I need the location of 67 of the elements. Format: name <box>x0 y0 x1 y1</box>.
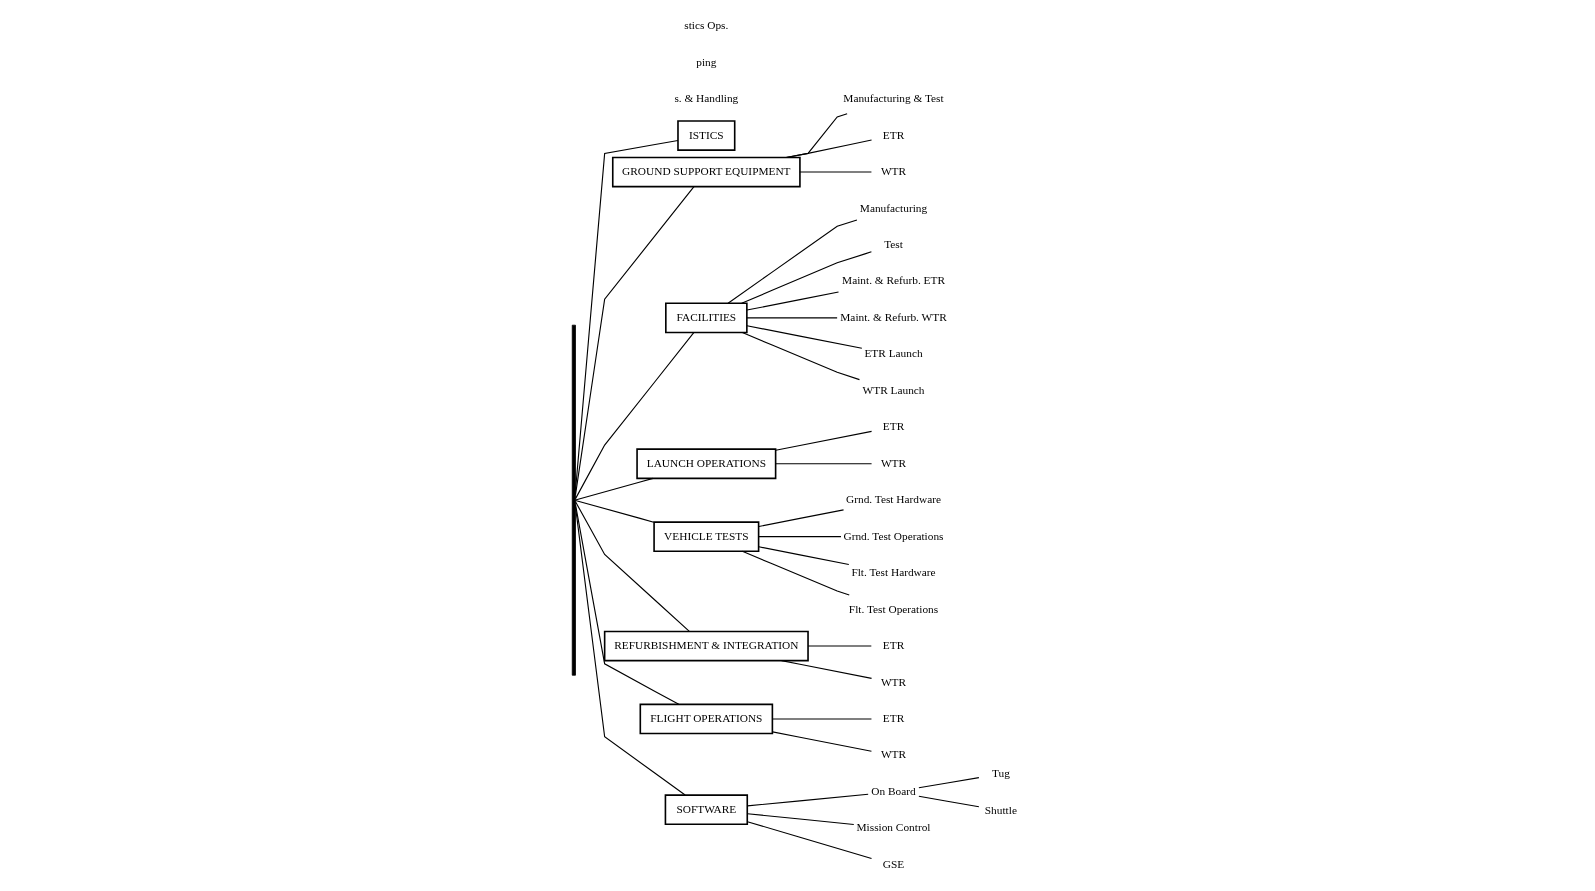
node-box: ISTICS <box>677 120 736 151</box>
node-box: SOFTWARE <box>664 794 749 826</box>
node-text: Flt. Test Hardware <box>851 566 936 579</box>
node-text: WTR <box>880 456 907 469</box>
connector <box>727 219 858 304</box>
node-text: ETR <box>882 420 905 433</box>
node-text: Grnd. Test Operations <box>843 529 944 542</box>
node-text: WTR Launch <box>862 383 925 396</box>
node-box: VEHICLE TESTS <box>653 521 760 553</box>
node-text: Flt. Test Operations <box>848 602 939 615</box>
connector <box>746 325 863 349</box>
node-label: s. & Handling <box>674 92 739 105</box>
connector <box>918 795 980 808</box>
node-bar <box>571 324 576 676</box>
node-box: LAUNCH OPERATIONS <box>636 448 777 480</box>
connector <box>781 660 873 679</box>
connector <box>746 793 869 807</box>
node-text: Mission Control <box>856 821 931 834</box>
node-text: Maint. & Refurb. WTR <box>840 310 947 323</box>
connector <box>918 777 980 789</box>
node-text: Test <box>884 237 903 250</box>
node-box: GROUND SUPPORT EQUIPMENT <box>611 156 801 188</box>
connector <box>775 430 873 451</box>
connector <box>775 463 873 465</box>
connector <box>799 171 872 173</box>
connector <box>741 251 872 304</box>
connector <box>746 291 840 311</box>
connector <box>574 477 654 501</box>
connector <box>574 504 680 705</box>
node-label: stics Ops. <box>684 19 729 32</box>
connector <box>758 509 845 528</box>
node-text: WTR <box>880 675 907 688</box>
connector <box>574 186 695 496</box>
node-text: Tug <box>991 767 1010 780</box>
connector <box>746 821 873 860</box>
node-text: Grnd. Test Hardware <box>846 493 941 506</box>
node-text: Manufacturing <box>859 201 928 214</box>
connector <box>758 536 842 538</box>
node-box: REFURBISHMENT & INTEGRATION <box>603 630 809 662</box>
node-text: Shuttle <box>984 803 1017 816</box>
node-text: ETR Launch <box>864 347 923 360</box>
connector <box>574 501 690 632</box>
connector <box>574 331 695 500</box>
node-text: WTR <box>880 748 907 761</box>
node-text: WTR <box>880 165 907 178</box>
connector <box>772 731 872 752</box>
connector <box>758 546 850 566</box>
node-text: ETR <box>882 711 905 724</box>
connector <box>772 718 872 720</box>
connector <box>741 332 861 381</box>
connector <box>574 506 686 796</box>
node-box: FLIGHT OPERATIONS <box>639 703 774 735</box>
connector <box>741 550 850 596</box>
node-text: ETR <box>882 639 905 652</box>
node-text: ETR <box>882 128 905 141</box>
connector <box>746 813 855 825</box>
node-box: FACILITIES <box>665 302 748 334</box>
node-text: On Board <box>871 784 916 797</box>
node-label: ping <box>696 55 717 68</box>
connector <box>574 499 655 523</box>
connector <box>574 139 679 492</box>
connector <box>807 645 872 647</box>
connector <box>785 139 873 158</box>
connector <box>746 317 838 319</box>
node-text: Maint. & Refurb. ETR <box>842 274 945 287</box>
node-text: GSE <box>882 857 905 870</box>
node-text: Manufacturing & Test <box>843 92 944 105</box>
